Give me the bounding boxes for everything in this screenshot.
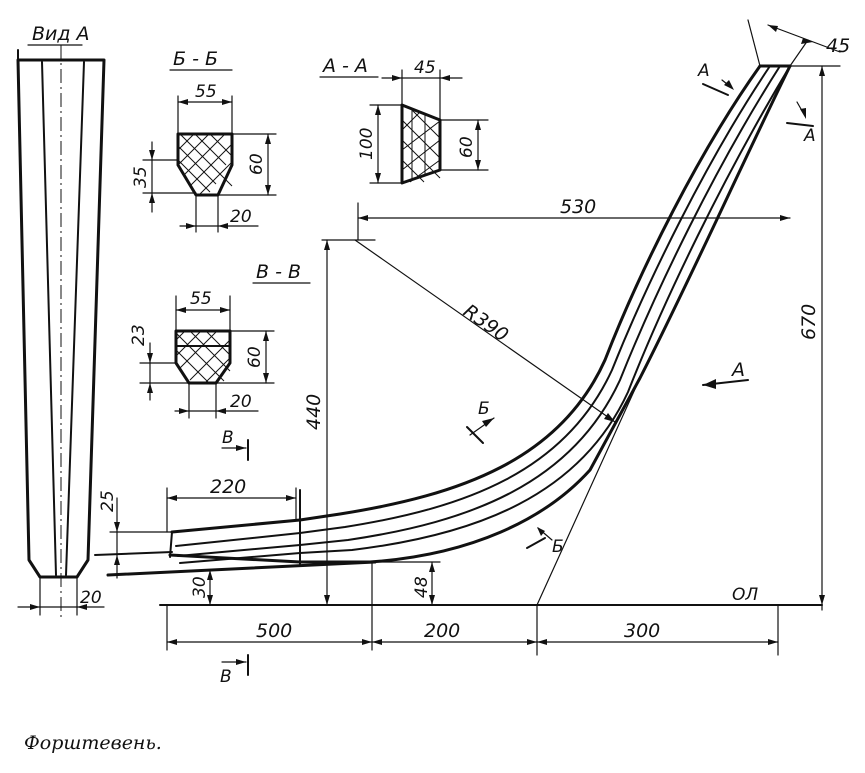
dim-60-aa: 60	[457, 136, 477, 158]
dim-45-top-right: 45	[826, 35, 850, 57]
section-bb-profile	[176, 132, 234, 197]
dim-530: 530	[560, 196, 596, 218]
section-vv-hatch	[175, 330, 231, 383]
keel-line	[106, 560, 377, 577]
dim-r390: R390	[459, 300, 512, 346]
section-aa-title: А - А	[321, 55, 368, 77]
section-aa-hatch	[401, 107, 441, 183]
dim-48: 48	[412, 576, 432, 598]
dim-60-bb: 60	[247, 153, 267, 175]
baseline-ol-label: ОЛ	[732, 585, 758, 605]
dim-55-bb: 55	[195, 82, 217, 102]
view-a: Вид А 20	[16, 23, 106, 618]
dim-300: 300	[624, 620, 660, 642]
dim-440: 440	[303, 394, 325, 430]
section-bb-hatch	[177, 133, 233, 195]
dim-200: 200	[424, 620, 460, 642]
dim-30: 30	[190, 576, 210, 598]
view-arrow-a-label: А	[730, 359, 745, 381]
section-vv-profile	[174, 329, 232, 385]
stem-side-view	[94, 64, 792, 577]
dim-45-aa: 45	[414, 58, 436, 78]
dim-25: 25	[98, 490, 118, 512]
dim-20-bb: 20	[230, 207, 252, 227]
view-a-title: Вид А	[32, 23, 90, 45]
cut-b-bottom: Б	[552, 537, 564, 557]
section-bb-title: Б - Б	[173, 48, 218, 70]
dim-55-vv: 55	[190, 289, 212, 309]
dim-500: 500	[256, 620, 292, 642]
dim-60-vv: 60	[245, 346, 265, 368]
dim-670: 670	[798, 304, 820, 340]
cut-b-top: Б	[478, 399, 490, 419]
dim-20-view-a: 20	[80, 588, 102, 608]
section-vv-title: В - В	[256, 261, 301, 283]
cut-a-right: А	[803, 126, 816, 146]
dim-220: 220	[210, 476, 246, 498]
cut-v-bottom: В	[220, 667, 232, 687]
stem-outer-edge	[170, 64, 762, 534]
stem-drawing: Вид А 20 Б - Б 55	[16, 19, 850, 687]
section-bb: Б - Б 55 60	[131, 48, 277, 233]
section-aa: А - А 45 100	[319, 55, 489, 185]
figure-caption: Форштевень.	[24, 732, 162, 754]
cut-v-top: В	[222, 428, 234, 448]
dim-20-vv: 20	[230, 392, 252, 412]
cut-a-top: А	[697, 61, 710, 81]
section-vv: В - В 55 60	[129, 261, 311, 419]
dim-35: 35	[131, 166, 151, 188]
dim-100: 100	[357, 128, 377, 160]
dim-23: 23	[129, 324, 149, 346]
